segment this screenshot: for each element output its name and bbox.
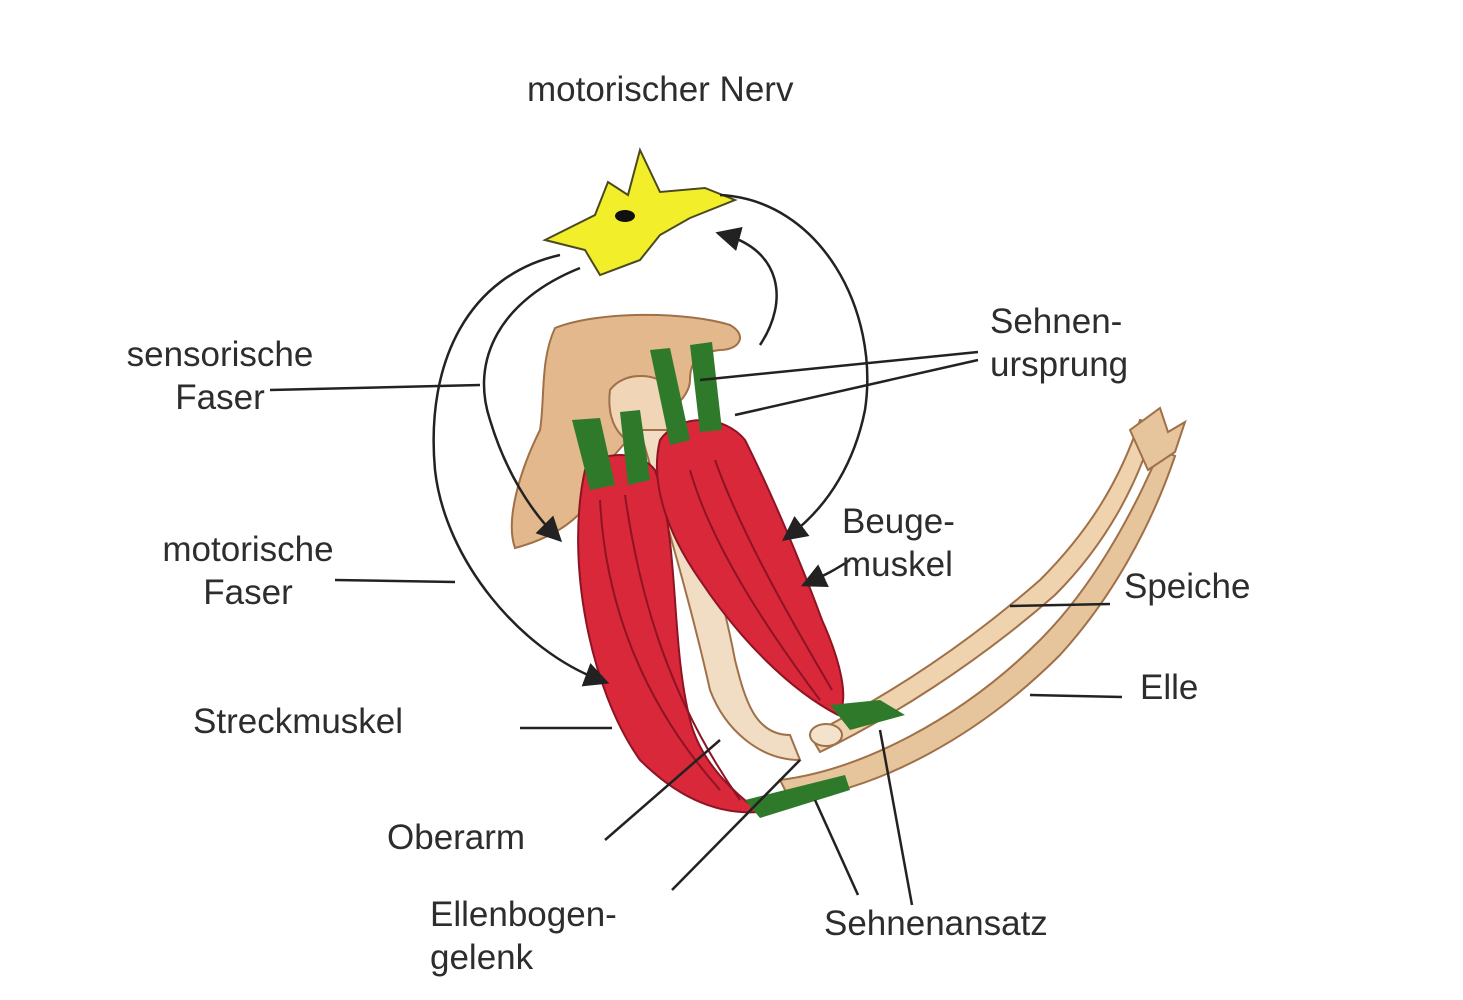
label-motor-fiber: motorische Faser <box>162 530 334 612</box>
leader-elbow-joint <box>671 759 801 891</box>
forearm-ulna <box>778 448 1177 802</box>
flexor-muscle <box>656 419 845 717</box>
leader-tendon-insertion-1 <box>813 799 860 896</box>
label-tendon-origin: Sehnen- ursprung <box>990 302 1129 384</box>
motor-neuron-cell <box>542 147 738 277</box>
motor-fiber-path <box>432 253 610 687</box>
label-upper-arm: Oberarm <box>387 818 526 857</box>
sensory-fiber-path <box>719 193 869 542</box>
flexor-sense-arrow <box>800 558 851 587</box>
inner-fiber-loop <box>482 266 581 543</box>
inner-fiber-return <box>715 226 778 346</box>
leader-motor-fiber <box>334 578 456 584</box>
muscle-fibers <box>599 459 833 801</box>
label-radius: Speiche <box>1124 567 1251 606</box>
leader-upper-arm <box>604 739 721 841</box>
label-motor-nerve: motorischer Nerv <box>527 70 794 109</box>
leader-tendon-insertion-2 <box>878 729 914 906</box>
label-ulna: Elle <box>1140 668 1199 707</box>
leader-tendon-origin <box>699 350 979 417</box>
neuron-nucleus <box>615 210 635 222</box>
label-tendon-insertion: Sehnenansatz <box>824 904 1048 943</box>
elbow-joint-shape <box>809 723 843 747</box>
label-elbow-joint: Ellenbogen- gelenk <box>430 895 617 977</box>
leader-lines <box>269 350 1123 906</box>
label-extensor-muscle: Streckmuskel <box>193 702 404 741</box>
label-sensory-fiber: sensorische Faser <box>126 335 314 417</box>
tendon-origin-flexor <box>650 342 722 445</box>
tendon-insertion-extensor <box>745 775 850 818</box>
leader-sensory-fiber <box>269 383 481 392</box>
label-flexor-muscle: Beuge- muskel <box>842 502 955 584</box>
leader-ulna <box>1029 693 1123 699</box>
hand-fingers <box>1128 406 1187 472</box>
leader-radius <box>1009 602 1111 608</box>
tendon-origin-extensor <box>572 410 650 490</box>
tendon-insertion-flexor <box>830 700 905 730</box>
